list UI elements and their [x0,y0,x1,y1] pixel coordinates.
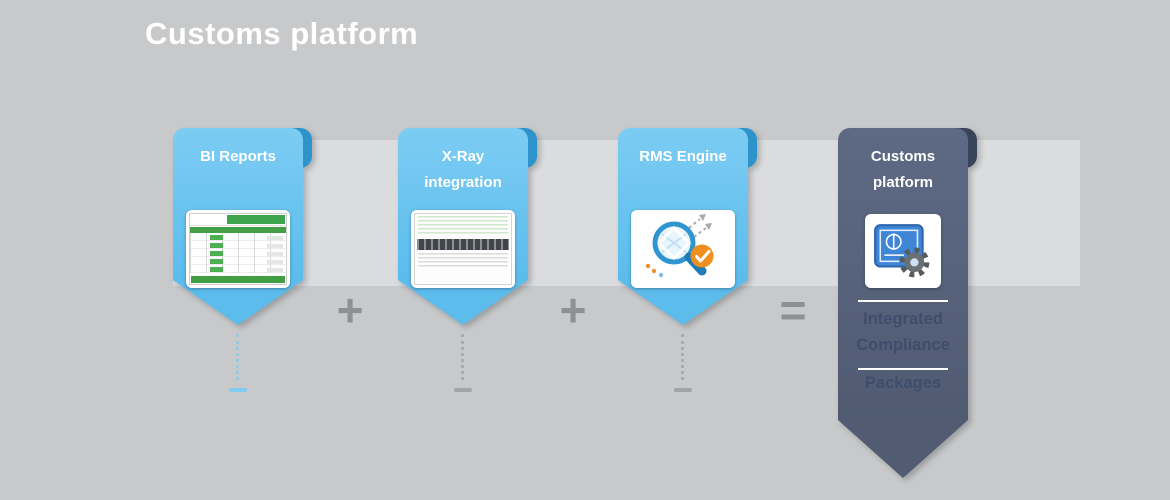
ribbon-xray-integration: X-Ray integration [398,128,537,325]
xray-rows-top [418,216,508,236]
slide-title: Customs platform [145,16,419,51]
ribbon-label: Customs platform [870,148,936,191]
operator-plus-2: + [559,284,587,336]
bi-green-cell [210,243,223,248]
ribbon-label: RMS Engine [639,148,727,165]
magnifier-check-icon [631,210,735,288]
ribbon-customs-platform: Customs platform Integrated Compliance P… [838,128,977,478]
result-line: Compliance [856,336,950,354]
bi-row-label [267,252,283,256]
connector-dotted-line [681,334,684,380]
result-line: Packages [864,374,942,392]
blueprint-gear-icon [865,214,941,288]
bi-row-label [267,260,283,264]
connector-dash [229,388,247,392]
xray-toolbar-strip [417,239,509,250]
bi-report-thumbnail [186,210,290,288]
blueprint-gear-svg [874,224,930,278]
connector-dash [454,388,472,392]
ribbon-label: BI Reports [200,148,276,165]
bi-title-green-block [227,215,285,224]
ribbon-point [838,420,968,478]
bi-report-table-image [189,213,287,285]
ribbon-label: X-Ray integration [424,148,502,191]
bi-row-label [267,244,283,248]
bi-row-label [267,268,283,272]
bi-title-row [190,214,286,226]
bi-grid [190,233,286,273]
divider-line [858,368,948,370]
xray-rows-bottom [418,253,508,269]
connector-dash [674,388,692,392]
xray-screenshot-thumbnail [411,210,515,288]
divider-line [858,300,948,302]
operator-plus-1: + [336,284,364,336]
bi-green-cell [210,235,223,240]
bi-footer-bar [191,276,285,283]
bi-green-cell [210,251,223,256]
xray-screenshot-image [414,213,512,285]
ribbon-rms-engine: RMS Engine [618,128,757,325]
bi-header-bar [190,227,286,233]
bi-green-cell [210,259,223,264]
connector-dotted-line [461,334,464,380]
ribbon-bi-reports: BI Reports [173,128,312,325]
bi-row-label [267,236,283,240]
result-line: Integrated [863,310,943,328]
bi-green-cell [210,267,223,272]
connector-dotted-line [236,334,239,380]
operator-equals: = [779,284,807,336]
magnifier-check-svg [645,214,714,278]
